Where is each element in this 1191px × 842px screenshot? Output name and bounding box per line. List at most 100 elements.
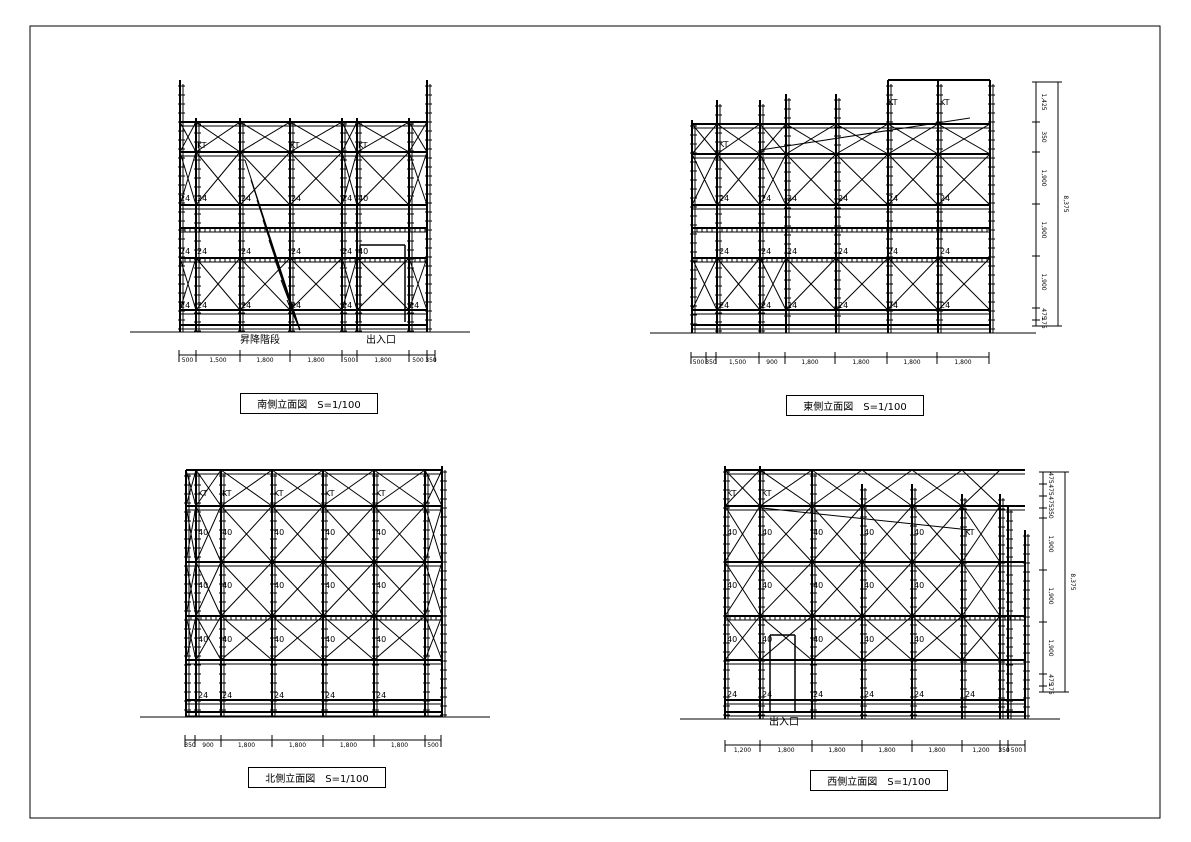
- cross-brace: [424, 505, 443, 563]
- load-label-24: 24: [719, 301, 729, 310]
- cross-brace: [341, 151, 358, 206]
- cross-brace: [322, 561, 375, 617]
- cross-brace: [195, 561, 222, 617]
- load-label-24: 24: [198, 691, 208, 700]
- load-label-24: 24: [761, 194, 771, 203]
- cross-brace: [341, 121, 358, 153]
- cross-brace: [195, 151, 241, 206]
- cross-brace: [691, 153, 718, 206]
- load-label-40: 40: [274, 635, 284, 644]
- dimension-text: 1,800: [238, 742, 255, 749]
- cross-brace: [356, 151, 410, 206]
- dimension-text: 1,800: [828, 747, 845, 754]
- load-label-40: 40: [727, 528, 737, 537]
- dimension-text: 350: [705, 359, 717, 366]
- load-label-24: 24: [222, 691, 232, 700]
- east-elevation-title: 東側立面図 S=1/100: [786, 395, 924, 416]
- cross-brace: [887, 123, 939, 155]
- cross-brace: [811, 469, 863, 507]
- dimension-text: 500: [427, 742, 439, 749]
- height-dimension-text: 175: [1047, 683, 1054, 695]
- cross-brace: [937, 153, 991, 206]
- load-label-40: 40: [358, 194, 368, 203]
- dimension-text: 900: [202, 742, 214, 749]
- load-label-24: 24: [914, 690, 924, 699]
- cross-brace: [195, 505, 222, 563]
- cross-brace: [724, 615, 761, 661]
- cross-brace: [961, 615, 1001, 661]
- cross-brace: [185, 469, 197, 507]
- load-label-40: 40: [914, 635, 924, 644]
- dimension-text: 900: [766, 359, 778, 366]
- dimension-text: 500: [1011, 747, 1023, 754]
- cross-brace: [759, 257, 787, 311]
- cross-brace: [811, 561, 863, 617]
- cross-brace: [408, 151, 428, 206]
- cross-brace: [759, 561, 813, 617]
- cross-brace: [724, 469, 761, 507]
- cross-brace: [937, 123, 991, 155]
- load-label-24: 24: [888, 194, 898, 203]
- dimension-text: 350: [184, 742, 196, 749]
- height-dimension-text: 1,900: [1040, 221, 1047, 238]
- load-label-24: 24: [342, 247, 352, 256]
- cross-brace: [911, 505, 963, 563]
- load-label-24: 24: [274, 691, 284, 700]
- dimension-text: 1,800: [289, 742, 306, 749]
- cross-brace: [185, 615, 197, 661]
- height-dimension-text: 1,900: [1040, 169, 1047, 186]
- height-dimension-text: 350: [1040, 131, 1047, 143]
- height-dimension-text: 1,900: [1047, 639, 1054, 656]
- cross-brace: [341, 257, 358, 311]
- cross-brace: [724, 505, 761, 563]
- cross-brace: [179, 257, 197, 311]
- dimension-text: 1,800: [928, 747, 945, 754]
- dimension-text: 350: [425, 357, 437, 364]
- height-dimension-text: 1,900: [1047, 587, 1054, 604]
- cross-brace: [887, 153, 939, 206]
- load-label-24: 24: [325, 691, 335, 700]
- dimension-text: 500: [693, 359, 705, 366]
- kt-label: KT: [222, 489, 232, 498]
- total-height-text: 8,375: [1062, 195, 1069, 212]
- cross-brace: [195, 469, 222, 507]
- cross-brace: [289, 121, 343, 153]
- load-label-40: 40: [762, 581, 772, 590]
- height-dimension-text: 1,425: [1040, 93, 1047, 110]
- load-label-40: 40: [274, 528, 284, 537]
- load-label-24: 24: [291, 247, 301, 256]
- load-label-24: 24: [838, 247, 848, 256]
- cross-brace: [289, 151, 343, 206]
- cross-brace: [271, 561, 324, 617]
- cross-brace: [239, 151, 291, 206]
- cross-brace: [424, 469, 443, 507]
- load-label-24: 24: [787, 301, 797, 310]
- load-label-40: 40: [813, 581, 823, 590]
- cross-brace: [239, 257, 291, 311]
- cross-brace: [961, 561, 1001, 617]
- height-dimension-text: 475: [1047, 496, 1054, 508]
- dimension-text: 1,500: [729, 359, 746, 366]
- load-label-40: 40: [325, 581, 335, 590]
- load-label-24: 24: [241, 247, 251, 256]
- kt-label: KT: [198, 489, 208, 498]
- dimension-text: 1,800: [340, 742, 357, 749]
- cross-brace: [373, 469, 426, 507]
- height-dimension-text: 1,900: [1047, 535, 1054, 552]
- cross-brace: [716, 257, 761, 311]
- load-label-40: 40: [222, 635, 232, 644]
- load-label-24: 24: [180, 301, 190, 310]
- load-label-40: 40: [762, 635, 772, 644]
- cross-brace: [408, 121, 428, 153]
- dimension-text: 1,800: [256, 357, 273, 364]
- kt-label: KT: [376, 489, 386, 498]
- cross-brace: [356, 257, 410, 311]
- stair-stringer: [286, 299, 301, 331]
- cross-brace: [785, 257, 837, 311]
- cross-brace: [424, 561, 443, 617]
- load-label-24: 24: [838, 301, 848, 310]
- cross-brace: [195, 257, 241, 311]
